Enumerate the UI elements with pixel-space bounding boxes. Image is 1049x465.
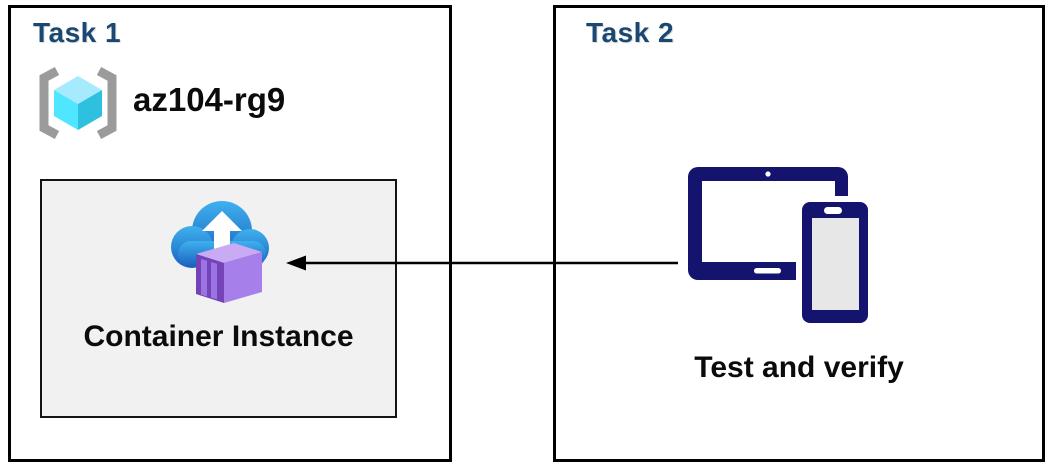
tablet-and-phone-icon [688, 167, 870, 329]
task1-box: Task 1 az104-rg9 [8, 5, 452, 462]
task1-title: Task 1 [33, 17, 122, 48]
container-instance-card: Container Instance [40, 179, 397, 418]
task2-title: Task 2 [586, 17, 675, 48]
container-instance-icon [171, 201, 269, 303]
task2-box: Task 2 Test and verify [553, 5, 1045, 462]
resource-group-name: az104-rg9 [133, 81, 286, 118]
resource-group-icon [39, 67, 117, 139]
container-instance-label: Container Instance [83, 320, 354, 353]
test-and-verify-label: Test and verify [694, 351, 904, 384]
